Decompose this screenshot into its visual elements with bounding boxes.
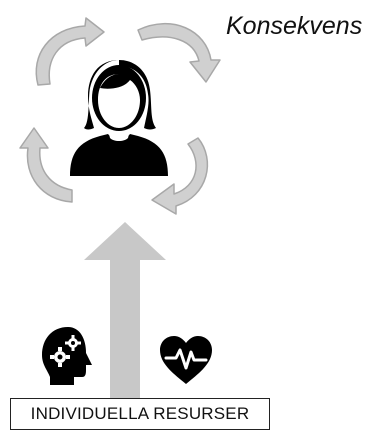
cycle-arrow-bottom-left	[19, 127, 73, 203]
person-icon	[70, 60, 168, 176]
diagram-title: Konsekvens	[226, 12, 363, 40]
cycle-arrow-top-right	[137, 22, 221, 83]
resources-label: INDIVIDUELLA RESURSER	[10, 398, 270, 430]
cycle-arrow-top-left	[35, 17, 105, 86]
head-gears-icon	[42, 327, 92, 385]
heart-pulse-icon	[160, 336, 212, 384]
resources-label-text: INDIVIDUELLA RESURSER	[30, 404, 250, 423]
up-arrow-icon	[84, 222, 166, 400]
cycle-arrow-bottom-right	[151, 137, 208, 215]
